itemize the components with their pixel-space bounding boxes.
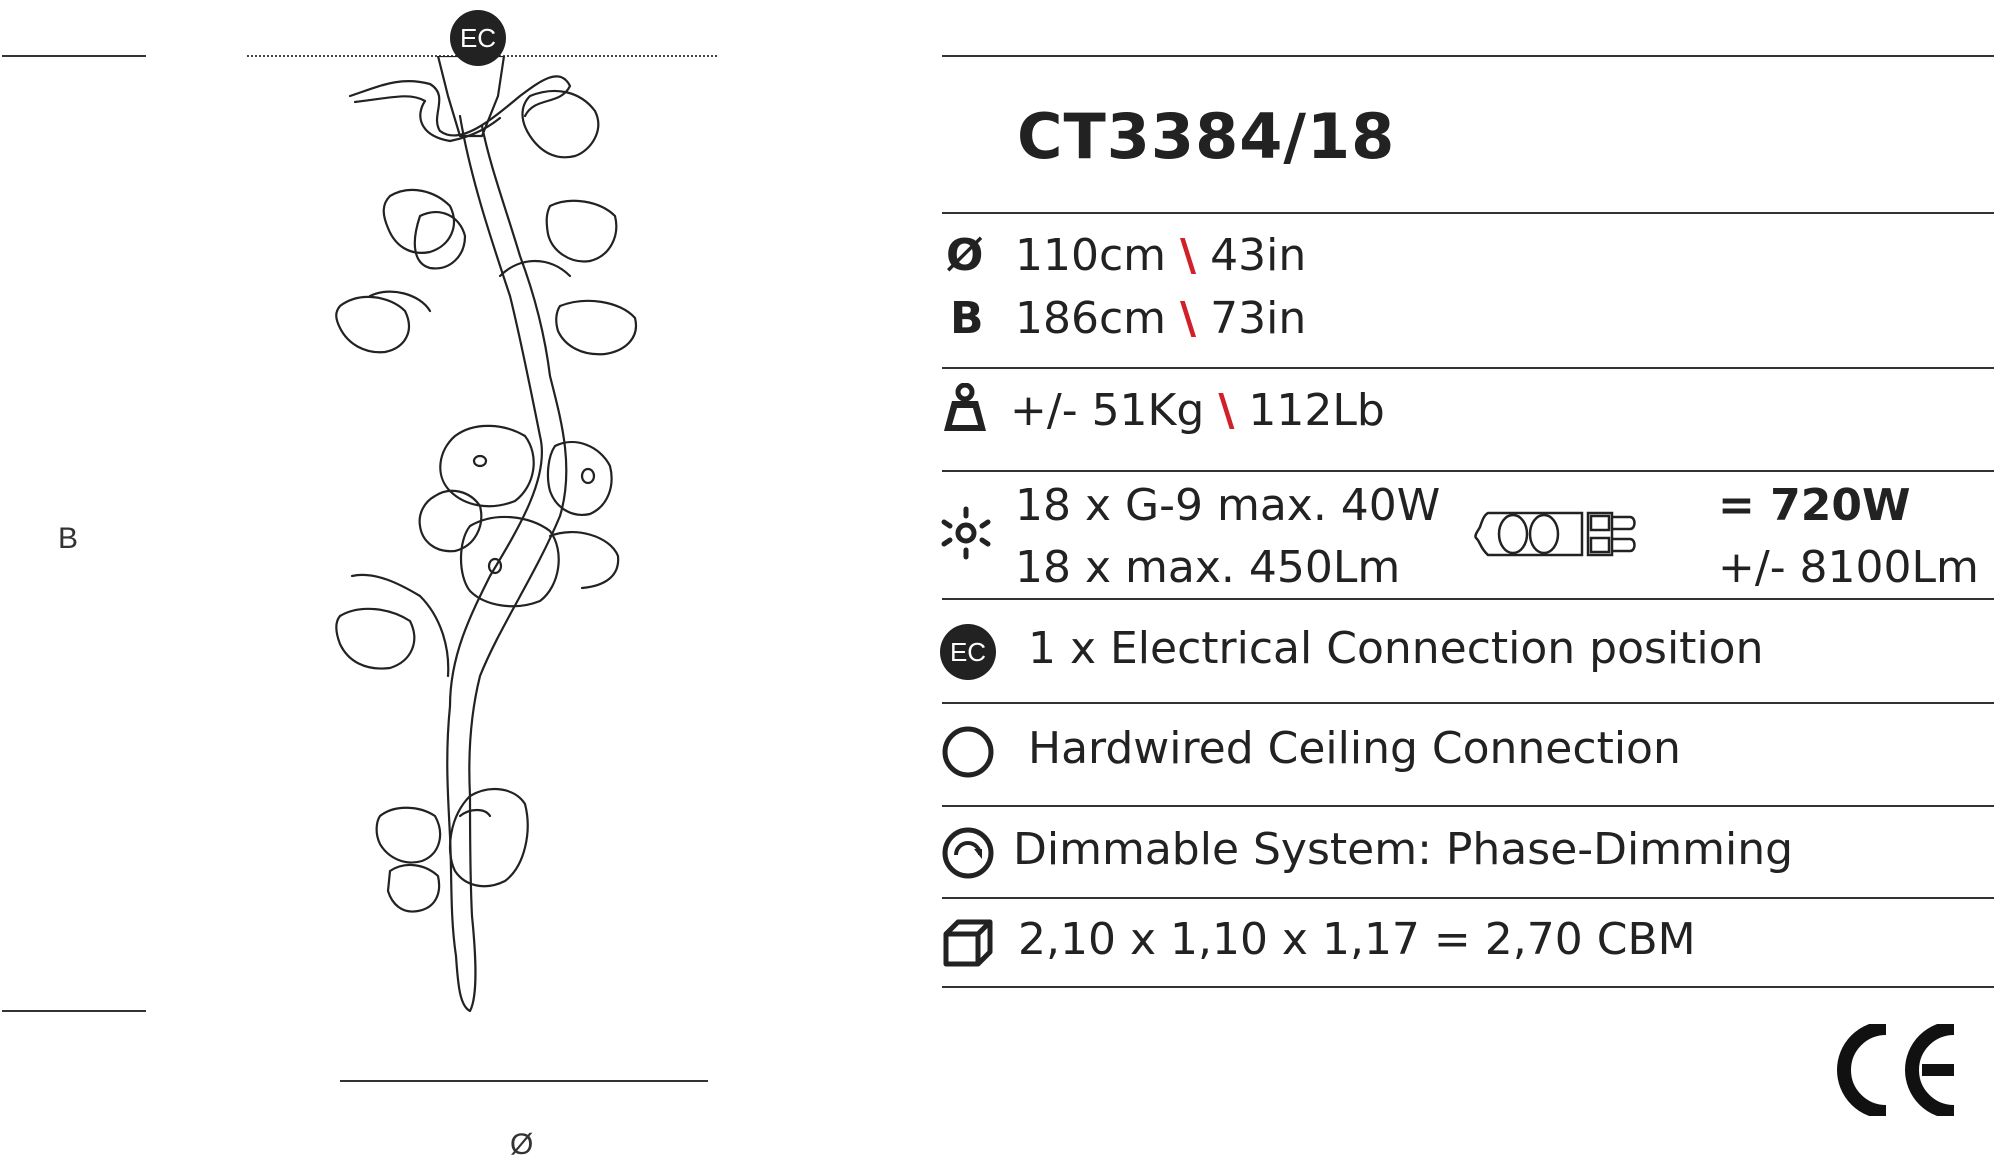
g9-bulb-icon <box>1474 511 1636 557</box>
divider-4 <box>942 598 1994 600</box>
separator: \ <box>1180 230 1197 281</box>
package-box-icon <box>943 919 993 967</box>
height-metric: 186cm <box>1015 293 1167 344</box>
dimmer-icon <box>942 827 994 879</box>
light-bulb-sun-icon <box>941 506 991 560</box>
height-label: B <box>58 522 79 555</box>
divider-6 <box>942 805 1994 807</box>
chandelier-drawing <box>335 56 638 1013</box>
ce-mark-icon <box>1837 1024 1955 1116</box>
weight-value: +/- 51Kg \ 112Lb <box>1010 385 1385 436</box>
diameter-metric: 110cm <box>1015 230 1167 281</box>
total-lumen: +/- 8100Lm <box>1718 542 1979 593</box>
divider-top <box>942 55 1994 57</box>
total-power: = 720W <box>1718 480 1911 531</box>
diameter-imperial: 43in <box>1210 230 1307 281</box>
height-top-line <box>2 55 146 57</box>
divider-5 <box>942 702 1994 704</box>
height-imperial: 73in <box>1210 293 1307 344</box>
separator: \ <box>1180 293 1197 344</box>
product-code: CT3384/18 <box>1017 100 1396 173</box>
packaging-text: 2,10 x 1,10 x 1,17 = 2,70 CBM <box>1018 914 1696 965</box>
divider-7 <box>942 897 1994 899</box>
dimming-text: Dimmable System: Phase-Dimming <box>1013 824 1794 875</box>
diameter-icon: Ø <box>946 230 984 281</box>
height-icon: B <box>950 293 984 344</box>
lamp-lumen: 18 x max. 450Lm <box>1015 542 1401 593</box>
weight-prefix: +/- <box>1010 385 1092 436</box>
separator: \ <box>1218 385 1235 436</box>
hardwired-circle-icon <box>942 726 994 778</box>
weight-metric: 51Kg <box>1091 385 1205 436</box>
divider-1 <box>942 212 1994 214</box>
electrical-connection-text: 1 x Electrical Connection position <box>1028 623 1764 674</box>
height-bottom-line <box>2 1010 146 1012</box>
weight-icon <box>944 383 986 431</box>
lamp-type: 18 x G-9 max. 40W <box>1015 480 1441 531</box>
weight-imperial: 112Lb <box>1248 385 1385 436</box>
diameter-value: 110cm \ 43in <box>1015 230 1306 281</box>
divider-8 <box>942 986 1994 988</box>
height-value: 186cm \ 73in <box>1015 293 1306 344</box>
diameter-line <box>340 1080 708 1082</box>
divider-2 <box>942 367 1994 369</box>
ec-icon: EC <box>940 624 996 680</box>
diameter-label: Ø <box>510 1128 534 1161</box>
divider-3 <box>942 470 1994 472</box>
ceiling-connection-text: Hardwired Ceiling Connection <box>1028 723 1681 774</box>
